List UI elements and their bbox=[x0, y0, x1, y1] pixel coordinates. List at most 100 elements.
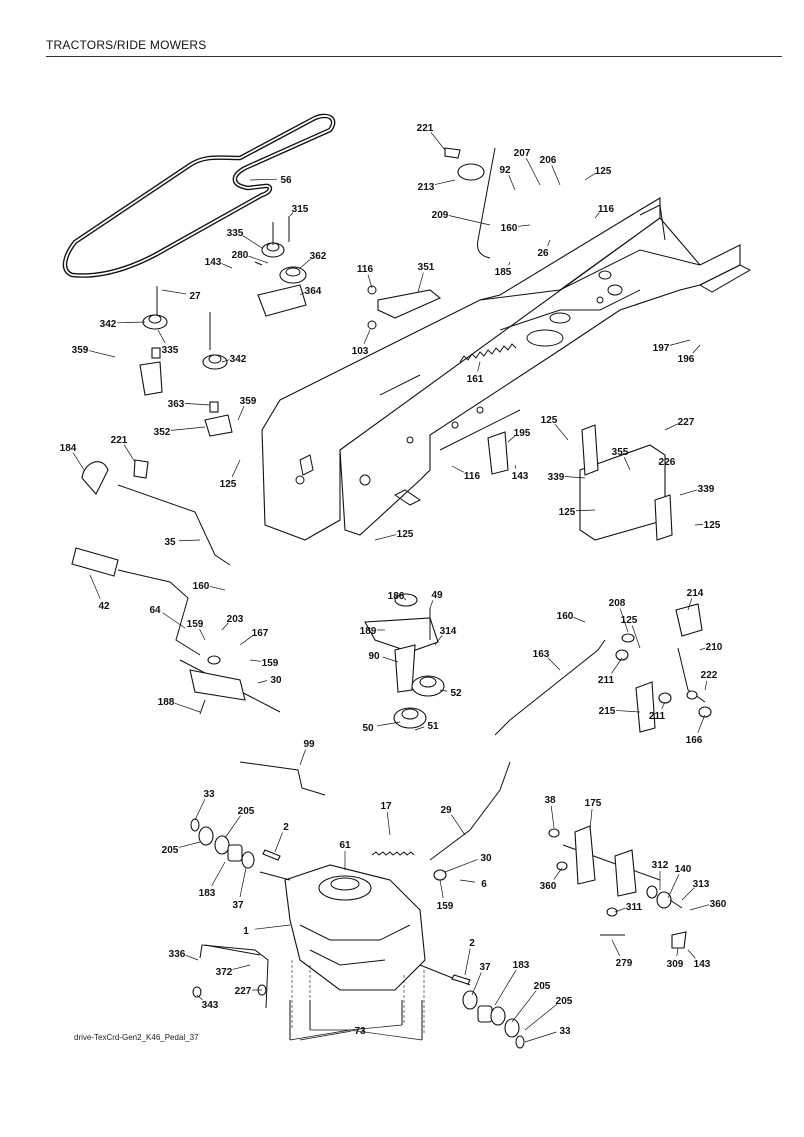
callout-label: 222 bbox=[701, 670, 718, 681]
spring-161 bbox=[459, 343, 517, 363]
callout-leader bbox=[211, 861, 226, 887]
callout-leader bbox=[547, 239, 551, 247]
callout-leader bbox=[414, 726, 425, 731]
callout-leader bbox=[299, 258, 311, 269]
callout-label: 56 bbox=[280, 175, 292, 186]
callout-label: 38 bbox=[544, 795, 556, 806]
callout-label: 221 bbox=[111, 435, 128, 446]
callout-label: 92 bbox=[499, 165, 511, 176]
callout-label: 215 bbox=[599, 706, 616, 717]
callout-leader bbox=[194, 799, 206, 821]
callout-label: 37 bbox=[479, 962, 491, 973]
callout-label: 2 bbox=[283, 822, 289, 833]
callout-leader bbox=[239, 635, 253, 646]
drive-pedal-shaft bbox=[71, 547, 281, 715]
callout-leader bbox=[689, 904, 710, 911]
callout-leader bbox=[221, 622, 229, 631]
callout-label: 214 bbox=[687, 588, 704, 599]
callout-label: 205 bbox=[238, 806, 255, 817]
callout-label: 116 bbox=[464, 471, 481, 482]
callout-leader bbox=[507, 435, 515, 443]
callout-leader bbox=[494, 969, 517, 1006]
callout-label: 33 bbox=[559, 1026, 571, 1037]
callout-label: 227 bbox=[678, 417, 695, 428]
callout-leader bbox=[174, 702, 201, 713]
callout-leader bbox=[403, 597, 407, 601]
callout-leader bbox=[386, 811, 391, 836]
callout-label: 160 bbox=[193, 581, 210, 592]
callout-label: 167 bbox=[252, 628, 269, 639]
callout-label: 313 bbox=[693, 879, 710, 890]
callout-label: 279 bbox=[616, 958, 633, 969]
callout-leader bbox=[687, 598, 693, 611]
callout-label: 342 bbox=[230, 354, 247, 365]
tractor-frame bbox=[261, 197, 752, 541]
callout-label: 312 bbox=[652, 860, 669, 871]
callout-leader bbox=[184, 403, 211, 406]
callout-leader bbox=[551, 165, 561, 186]
callout-label: 42 bbox=[98, 601, 110, 612]
callout-label: 211 bbox=[598, 675, 615, 686]
callout-leader bbox=[594, 212, 600, 219]
callout-leader bbox=[681, 887, 695, 901]
callout-label: 116 bbox=[598, 204, 615, 215]
callout-label: 363 bbox=[168, 399, 185, 410]
brake-rod-assembly bbox=[444, 147, 496, 259]
callout-leader bbox=[231, 459, 241, 477]
callout-leader bbox=[88, 350, 116, 358]
callout-label: 17 bbox=[380, 801, 392, 812]
callout-label: 208 bbox=[609, 598, 626, 609]
callout-label: 195 bbox=[514, 428, 531, 439]
callout-label: 183 bbox=[513, 960, 530, 971]
callout-leader bbox=[464, 948, 471, 976]
callout-leader bbox=[611, 657, 623, 674]
callout-label: 227 bbox=[235, 986, 252, 997]
cross-shaft-175 bbox=[548, 825, 687, 949]
callout-leader bbox=[239, 867, 247, 898]
callout-label: 311 bbox=[626, 902, 643, 913]
callout-label: 188 bbox=[158, 697, 175, 708]
drive-belt bbox=[62, 113, 336, 278]
callout-leader bbox=[162, 612, 186, 629]
callout-leader bbox=[553, 867, 563, 880]
callout-leader bbox=[72, 452, 85, 471]
callout-leader bbox=[123, 444, 136, 463]
callout-label: 103 bbox=[352, 346, 369, 357]
callout-label: 52 bbox=[450, 688, 462, 699]
mower-lift-rod bbox=[81, 459, 231, 566]
callout-label: 116 bbox=[357, 264, 374, 275]
callout-leader bbox=[667, 874, 680, 899]
callout-leader bbox=[224, 815, 241, 839]
callout-leader bbox=[430, 132, 446, 151]
callout-leader bbox=[550, 805, 555, 829]
callout-label: 335 bbox=[227, 228, 244, 239]
callout-leader bbox=[439, 879, 444, 899]
callout-leader bbox=[614, 907, 626, 913]
callout-leader bbox=[161, 289, 187, 295]
callout-leader bbox=[477, 361, 481, 372]
callout-label: 186 bbox=[388, 591, 405, 602]
callout-leader bbox=[471, 972, 482, 996]
callout-label: 61 bbox=[339, 840, 351, 851]
callout-leader bbox=[589, 808, 593, 831]
callout-leader bbox=[524, 1003, 558, 1031]
brake-pedal-linkage bbox=[494, 603, 712, 736]
callout-leader bbox=[611, 939, 621, 957]
callout-label: 205 bbox=[556, 996, 573, 1007]
callout-label: 160 bbox=[557, 611, 574, 622]
callout-leader bbox=[514, 464, 517, 469]
callout-leader bbox=[573, 616, 586, 623]
callout-leader bbox=[687, 949, 696, 959]
callout-label: 335 bbox=[162, 345, 179, 356]
callout-label: 35 bbox=[164, 537, 176, 548]
callout-leader bbox=[367, 274, 373, 289]
callout-leader bbox=[299, 749, 306, 766]
callout-leader bbox=[170, 426, 206, 431]
callout-label: 125 bbox=[621, 615, 638, 626]
callout-leader bbox=[694, 524, 704, 526]
callout-label: 189 bbox=[360, 626, 377, 637]
callout-label: 6 bbox=[481, 879, 487, 890]
callout-label: 352 bbox=[154, 427, 171, 438]
callout-label: 159 bbox=[437, 901, 454, 912]
